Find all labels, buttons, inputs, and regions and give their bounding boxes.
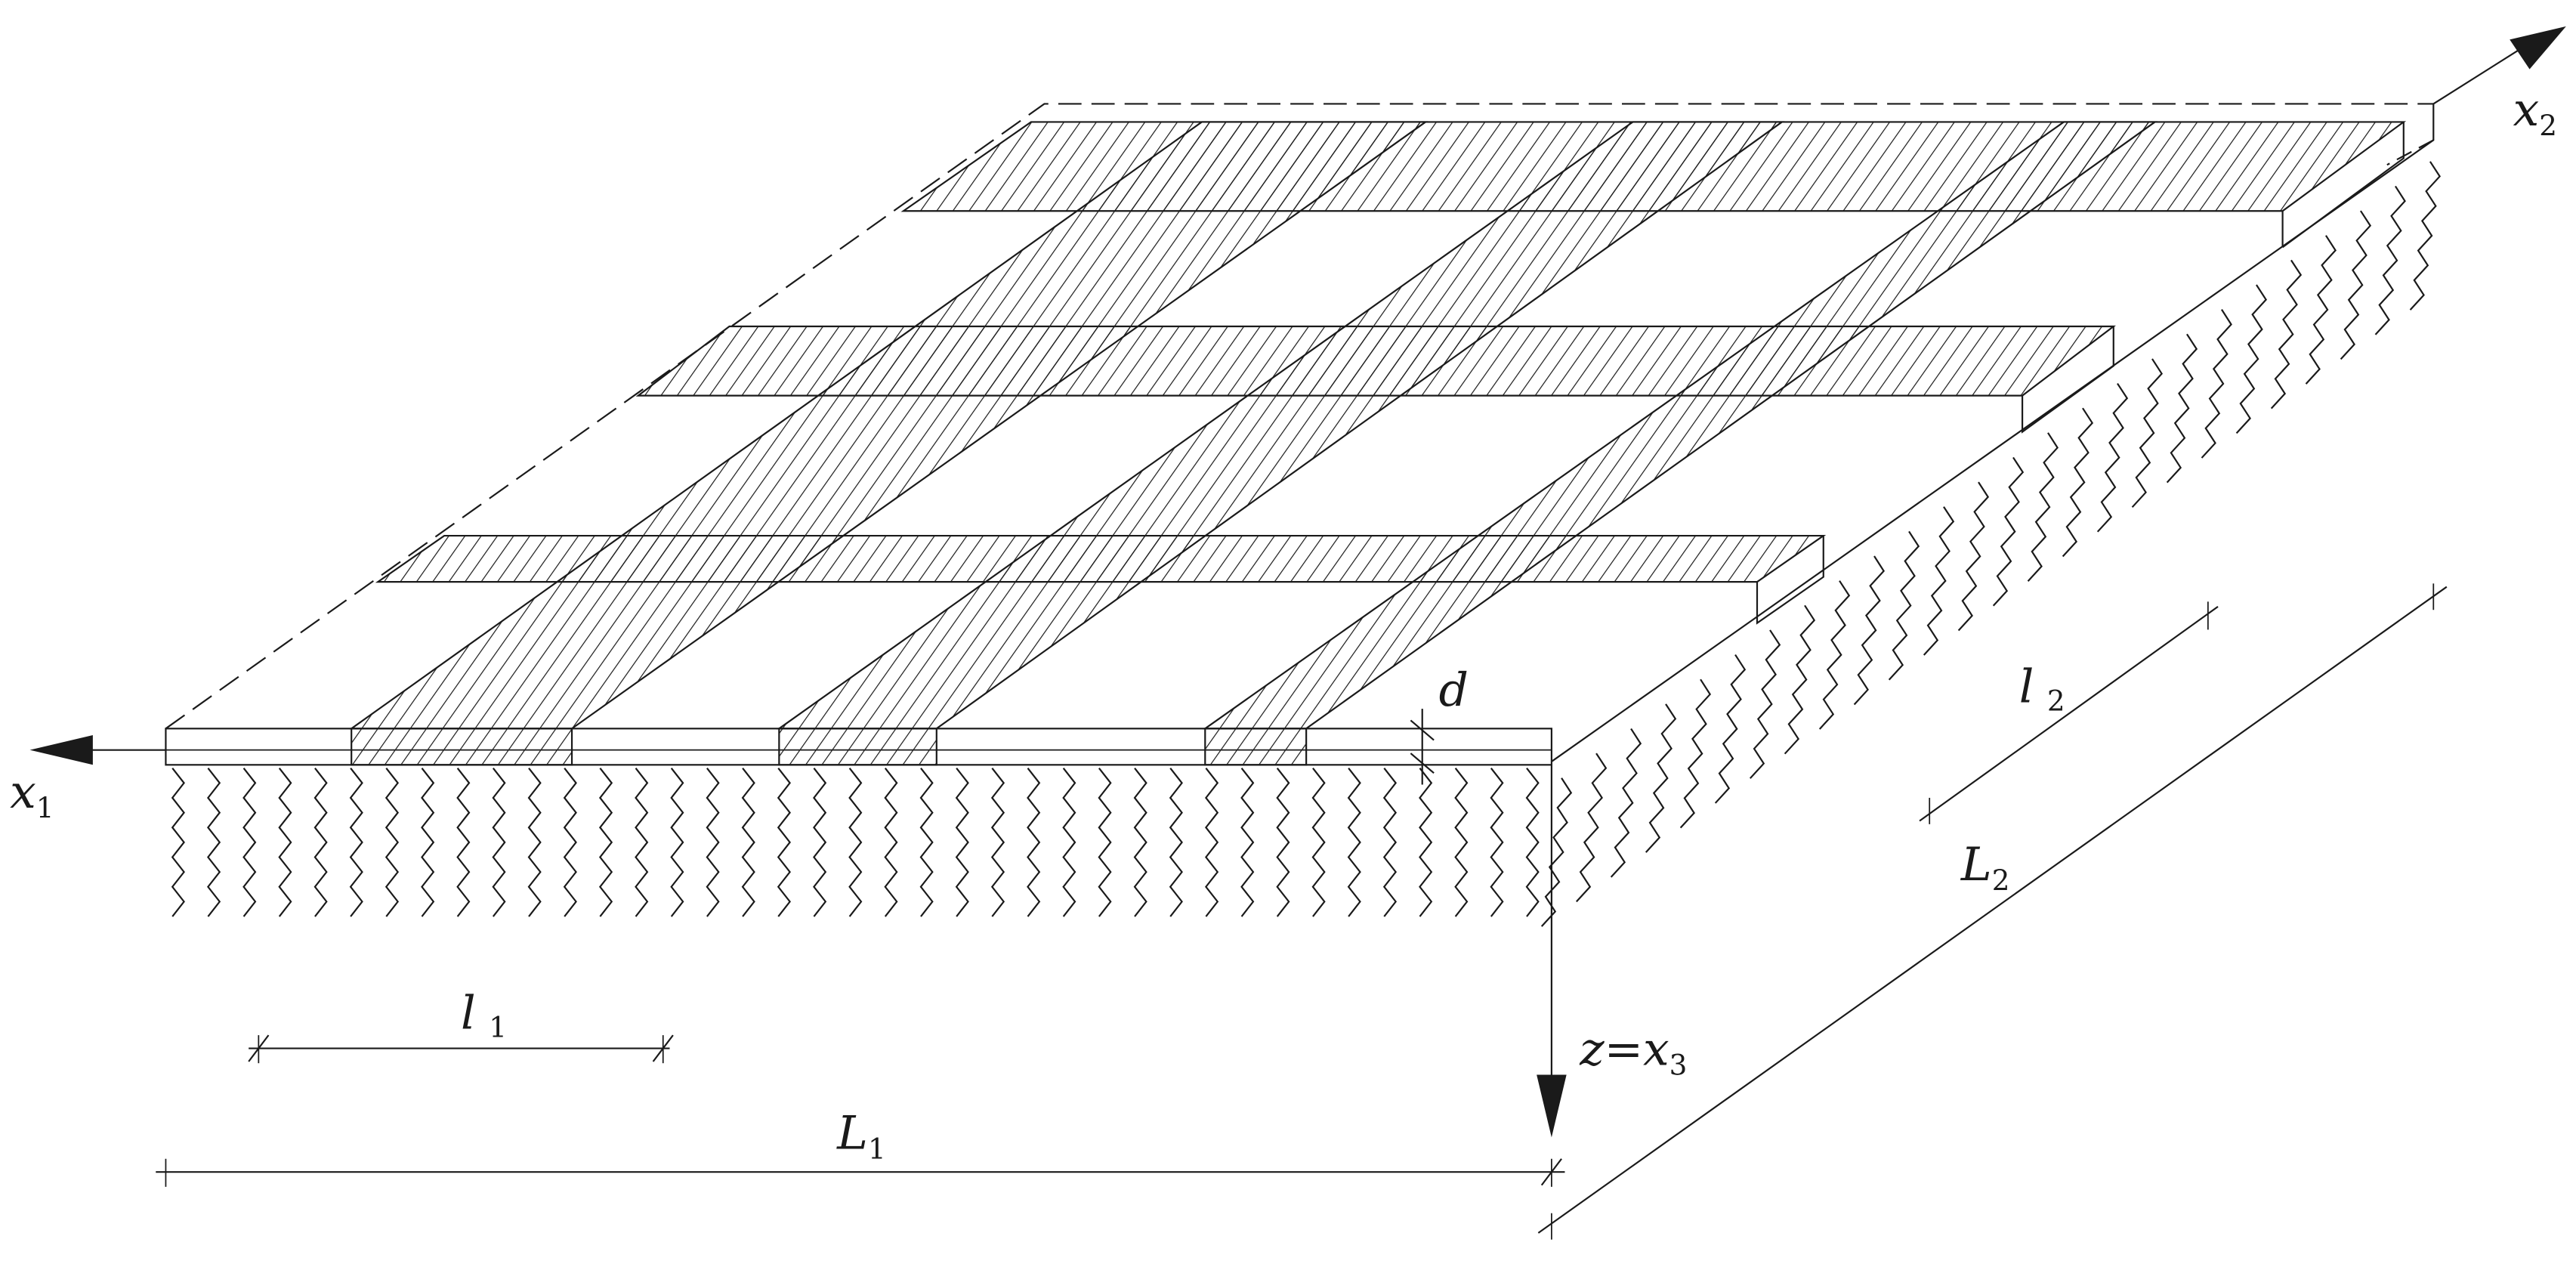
- soil-zigzag: [171, 768, 185, 917]
- soil-zigzag: [2166, 333, 2198, 484]
- soil-zigzag: [706, 768, 720, 917]
- soil-zigzag: [1923, 506, 1955, 656]
- rib-transverse-2: [635, 325, 2117, 397]
- soil-zigzag: [242, 768, 257, 917]
- dimension-l2: [1919, 601, 2219, 824]
- soil-zigzag: [1204, 768, 1219, 917]
- soil-zigzag: [813, 768, 827, 917]
- dimension-L1: [156, 1158, 1565, 1187]
- soil-zigzag: [598, 768, 613, 917]
- soil-zigzag: [1311, 768, 1326, 917]
- soil-zigzag: [1169, 768, 1183, 917]
- soil-zigzag: [1490, 768, 1504, 917]
- soil-zigzag: [990, 768, 1005, 917]
- soil-zigzag: [2374, 185, 2406, 335]
- soil-zigzag: [1957, 481, 1990, 632]
- rib-side-faces: [1756, 122, 2405, 625]
- soil-zigzag: [2235, 284, 2268, 434]
- soil-zigzag: [2305, 235, 2337, 385]
- soil-zigzag: [1027, 768, 1041, 917]
- soil-zigzag: [1679, 678, 1712, 829]
- soil-zigzag: [1276, 768, 1290, 917]
- axis-x1: [29, 735, 166, 765]
- dimension-L2: [1537, 583, 2448, 1240]
- soil-zigzag: [1062, 768, 1076, 917]
- soil-zigzag: [527, 768, 542, 917]
- soil-zigzag: [2270, 259, 2303, 410]
- rib-network: [348, 121, 2407, 730]
- rib-transverse-3: [375, 534, 1827, 583]
- soil-zigzag: [1133, 768, 1147, 917]
- soil-zigzag: [492, 768, 506, 917]
- soil-zigzag: [2201, 309, 2232, 459]
- soil-zigzag: [919, 768, 934, 917]
- rib-front-face-1: [351, 728, 573, 766]
- rib-transverse-1: [900, 121, 2407, 212]
- soil-zigzag: [1240, 768, 1255, 917]
- plate-top-outline: [165, 103, 2435, 762]
- soil-zigzag: [278, 768, 292, 917]
- soil-zigzag: [884, 768, 898, 917]
- soil-zigzag: [349, 768, 363, 917]
- foundation-zigzag-front: [171, 768, 1540, 917]
- soil-zigzag: [741, 768, 755, 917]
- soil-zigzag: [456, 768, 471, 917]
- soil-zigzag: [635, 768, 649, 917]
- axis-x2: [2432, 26, 2566, 105]
- axis-x3: [1537, 765, 1567, 1138]
- soil-zigzag: [1610, 728, 1642, 878]
- soil-zigzag: [1525, 768, 1540, 917]
- soil-zigzag: [1714, 654, 1747, 804]
- dimension-l1: [248, 1034, 674, 1064]
- soil-zigzag: [314, 768, 328, 917]
- soil-zigzag: [848, 768, 863, 917]
- soil-zigzag: [1098, 768, 1112, 917]
- rib-front-face-3: [1204, 728, 1308, 766]
- soil-zigzag: [421, 768, 435, 917]
- soil-zigzag: [1382, 768, 1398, 917]
- label-L1: L1: [836, 1107, 886, 1166]
- soil-zigzag: [1540, 777, 1573, 927]
- soil-zigzag: [1454, 768, 1469, 917]
- soil-zigzag: [955, 768, 969, 917]
- foundation-zigzag-side: [1540, 161, 2442, 927]
- soil-zigzag: [2131, 358, 2164, 508]
- soil-zigzag: [777, 768, 791, 917]
- label-L2: L2: [1960, 838, 2010, 897]
- soil-zigzag: [670, 768, 684, 917]
- soil-zigzag: [1645, 703, 1677, 853]
- dimension-d: [1410, 709, 1435, 785]
- soil-zigzag: [2027, 432, 2059, 583]
- soil-zigzag: [2062, 407, 2094, 558]
- soil-zigzag: [2340, 210, 2372, 360]
- soil-zigzag: [1888, 530, 1920, 681]
- soil-zigzag: [1576, 753, 1608, 903]
- soil-zigzag: [1818, 580, 1851, 730]
- plate-front-face: [165, 728, 1552, 766]
- label-x2: x2: [2513, 83, 2557, 142]
- soil-zigzag: [206, 768, 221, 917]
- soil-zigzag: [563, 768, 577, 917]
- label-x1: x1: [10, 765, 54, 824]
- soil-zigzag: [2096, 382, 2129, 533]
- label-x3: z=x3: [1579, 1023, 1687, 1082]
- soil-zigzag: [1853, 555, 1886, 706]
- soil-zigzag: [1749, 629, 1781, 779]
- label-d: d: [1439, 663, 1469, 717]
- soil-zigzag: [1419, 768, 1433, 917]
- soil-zigzag: [1347, 768, 1361, 917]
- soil-zigzag: [1784, 604, 1816, 755]
- soil-zigzag: [1992, 456, 2025, 607]
- rib-front-face-2: [778, 728, 937, 766]
- soil-zigzag: [385, 768, 400, 917]
- soil-zigzag: [2409, 161, 2442, 311]
